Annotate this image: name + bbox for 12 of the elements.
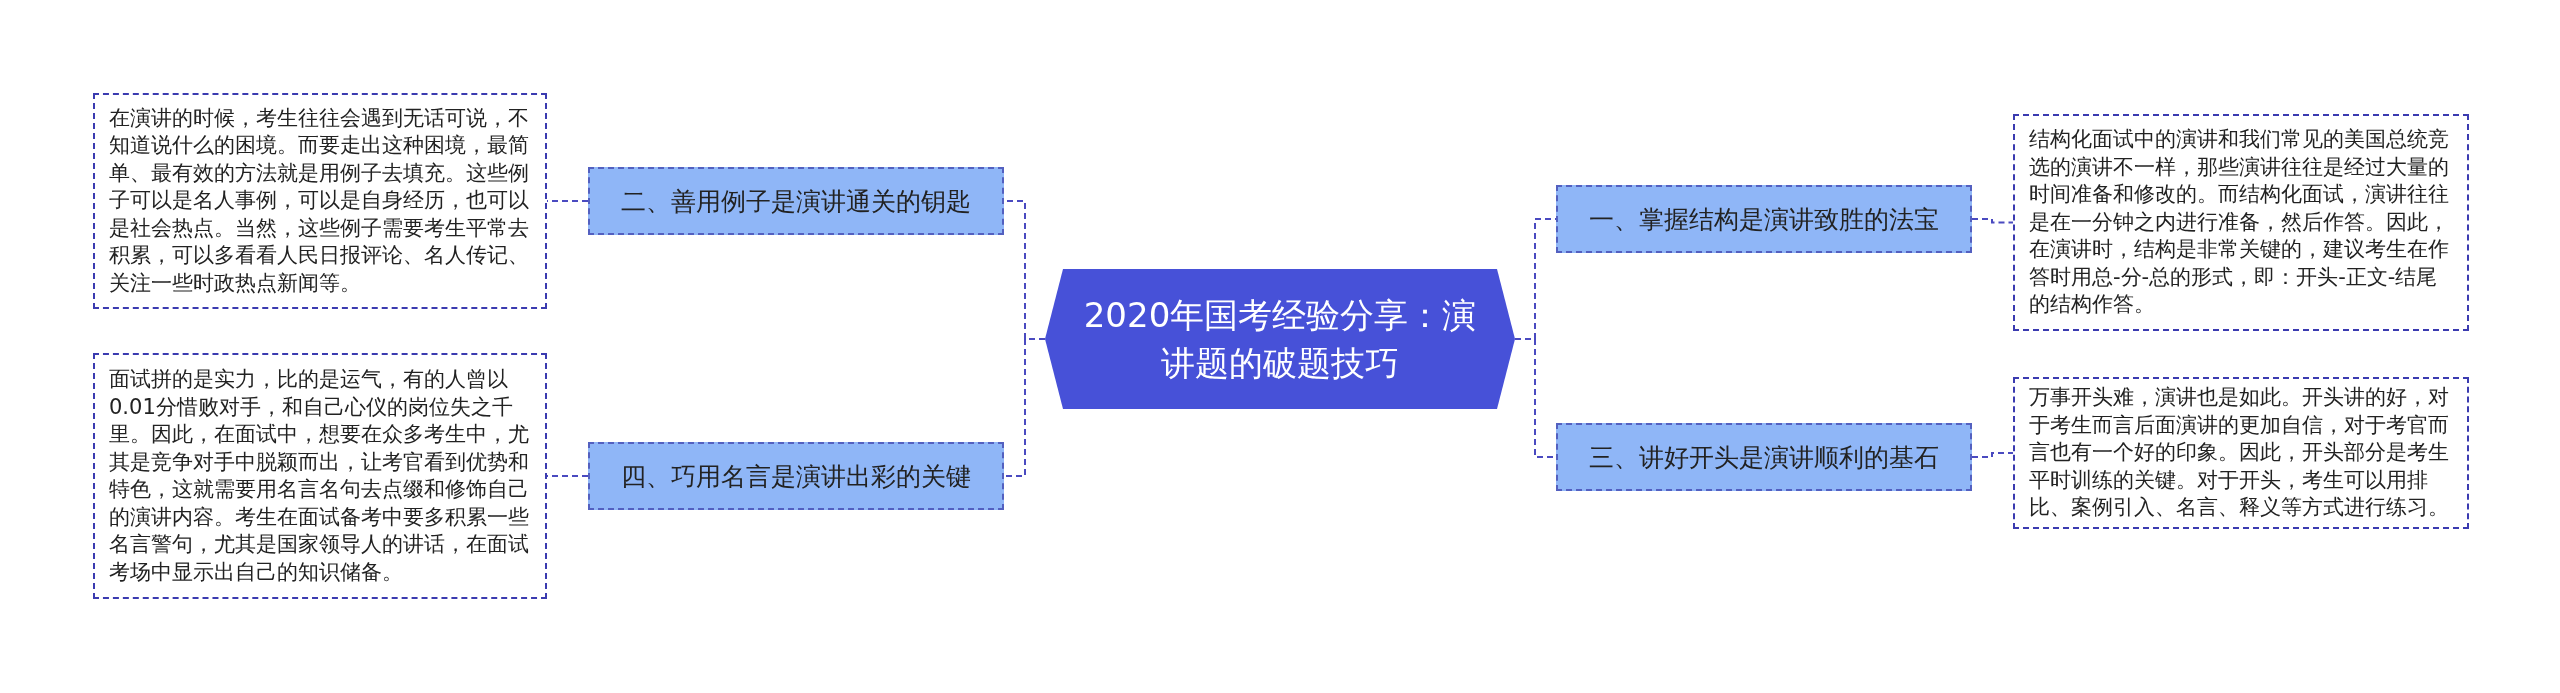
text-box: 万事开头难，演讲也是如此。开头讲的好，对于考生而言后面演讲的更加自信，对于考官而言也有一个好的印象。因此，开头部分是考生平时训练的关键。对于开头，考生可以用排比、案例引入、名言、释义等方式进行练习。 (2013, 377, 2469, 529)
text-box: 面试拼的是实力，比的是运气，有的人曾以0.01分惜败对手，和自己心仪的岗位失之千里。因此，在面试中，想要在众多考生中，尤其是竞争对手中脱颖而出，让考官看到优势和特色，这就需要用名言名句去点缀和修饰自己的演讲内容。考生在面试备考中要多积累一些名言警句，尤其是国家领导人的讲话，在面试考场中显示出自己的知识储备。 (93, 353, 547, 599)
connector-line (1003, 338, 1046, 477)
branch-box: 一、掌握结构是演讲致胜的法宝 (1556, 185, 1972, 253)
branch-box: 四、巧用名言是演讲出彩的关键 (588, 442, 1004, 510)
branch-box: 二、善用例子是演讲通关的钥匙 (588, 167, 1004, 235)
text-box: 结构化面试中的演讲和我们常见的美国总统竞选的演讲不一样，那些演讲往往是经过大量的时间准备和修改的。而结构化面试，演讲往往是在一分钟之内进行准备，然后作答。因此，在演讲时，结构是非常关键的，建议考生在作答时用总-分-总的形式，即：开头-正文-结尾的结构作答。 (2013, 114, 2469, 331)
branch-box: 三、讲好开头是演讲顺利的基石 (1556, 423, 1972, 491)
text-box: 在演讲的时候，考生往往会遇到无话可说，不知道说什么的困境。而要走出这种困境，最简单、最有效的方法就是用例子去填充。这些例子可以是名人事例，可以是自身经历，也可以是社会热点。当然，这些例子需要考生平常去积累，可以多看看人民日报评论、名人传记、关注一些时政热点新闻等。 (93, 93, 547, 309)
connector-line (1971, 218, 2014, 224)
title-hexagon: 2020年国考经验分享：演讲题的破题技巧 (1045, 269, 1515, 409)
connector-line (1971, 452, 2014, 458)
